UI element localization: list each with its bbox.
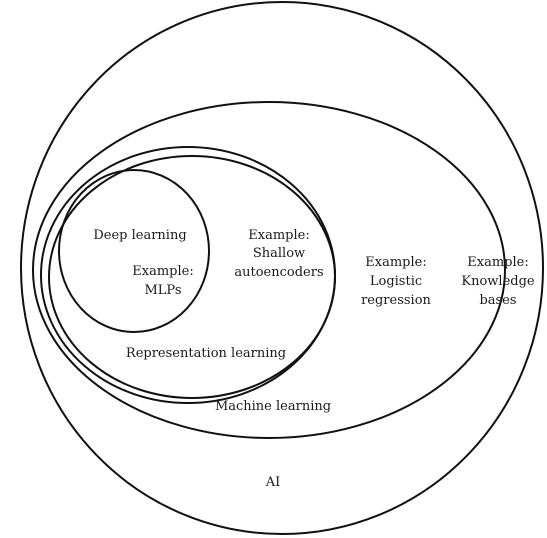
machine-learning-example-line-3: regression	[361, 293, 431, 308]
machine-learning-label: Machine learning	[215, 399, 331, 414]
representation-learning-example-line-1: Example:	[248, 228, 309, 243]
machine-learning-example-line-1: Example:	[365, 255, 426, 270]
representation-learning-label: Representation learning	[126, 346, 286, 361]
deep-learning-region	[58, 169, 210, 333]
machine-learning-example-line-2: Logistic	[370, 274, 422, 289]
representation-learning-example-line-2: Shallow	[253, 246, 305, 261]
ai-example-line-3: bases	[479, 293, 516, 308]
ai-example-line-1: Example:	[467, 255, 528, 270]
representation-learning-region-inner-stroke	[48, 155, 336, 399]
deep-learning-label: Deep learning	[93, 228, 186, 243]
ai-example-line-2: Knowledge	[461, 274, 535, 289]
deep-learning-example-line-2: MLPs	[144, 283, 181, 298]
representation-learning-example-line-3: autoencoders	[234, 265, 323, 280]
ai-region	[20, 1, 544, 535]
ai-label: AI	[265, 475, 281, 490]
machine-learning-region	[32, 101, 506, 439]
deep-learning-example-line-1: Example:	[132, 264, 193, 279]
